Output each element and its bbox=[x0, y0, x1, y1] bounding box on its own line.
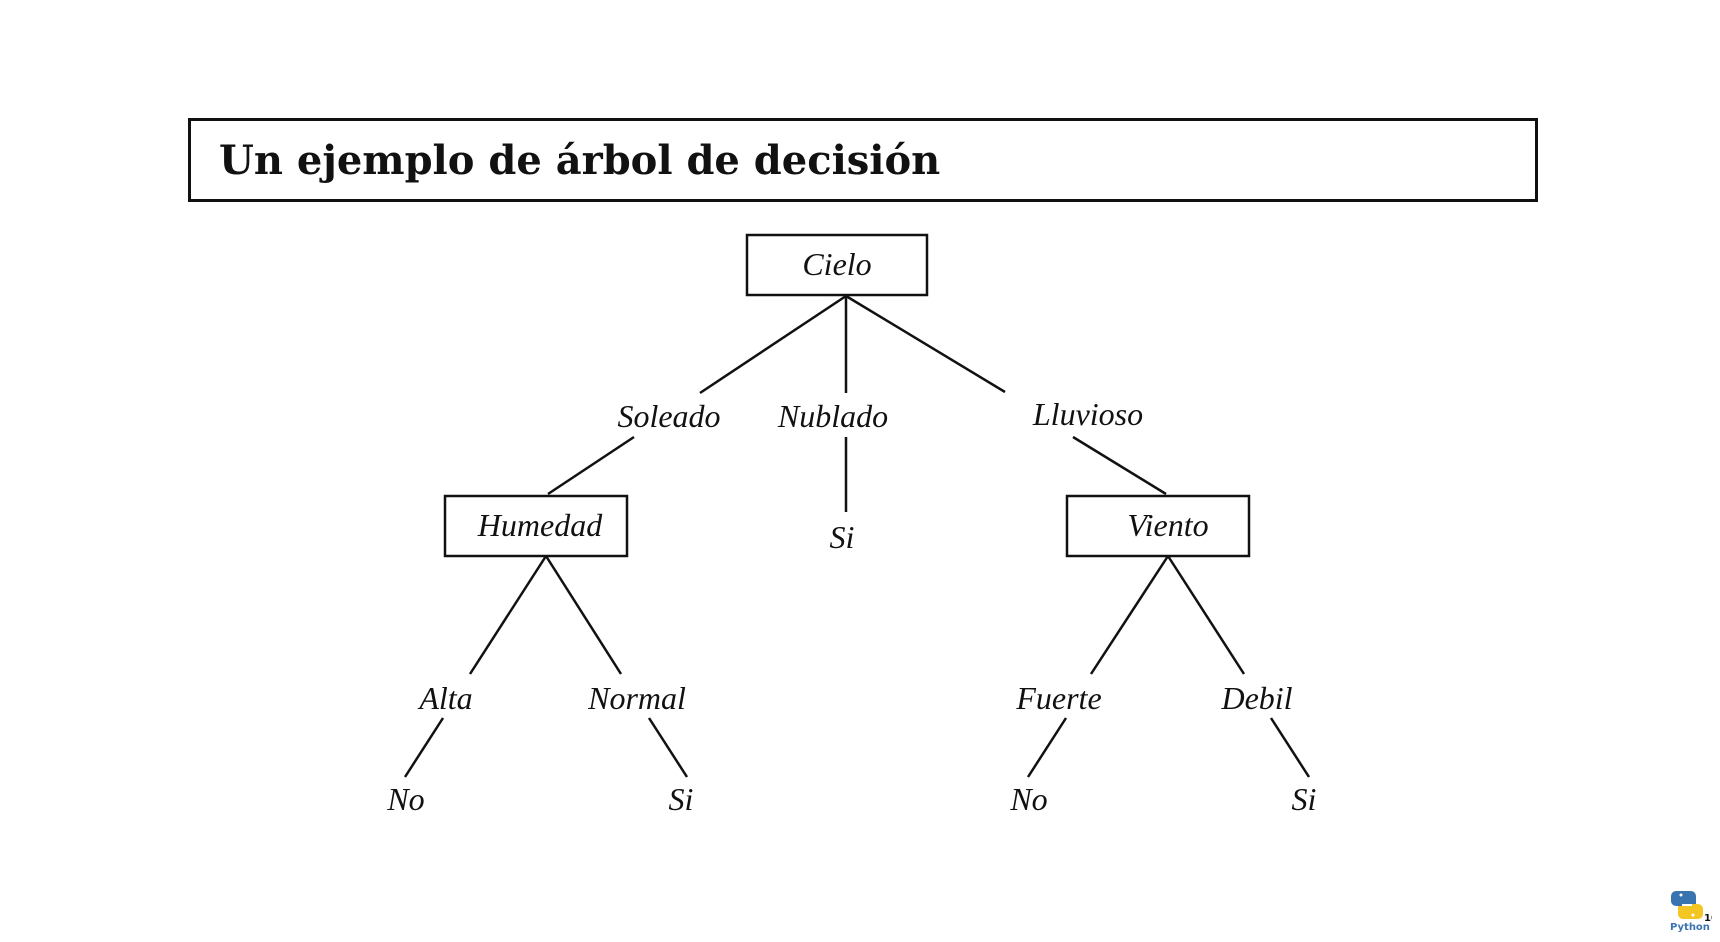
edge-cielo-lluvioso bbox=[845, 294, 1006, 394]
node-humedad: Humedad bbox=[477, 507, 603, 543]
node-box-viento bbox=[1065, 494, 1251, 558]
node-cielo: Cielo bbox=[802, 246, 871, 282]
edge-normal-si bbox=[647, 717, 689, 778]
logo-badge: 101 bbox=[1704, 913, 1712, 924]
logo-text: Python bbox=[1670, 922, 1710, 932]
leaf-normal-si: Si bbox=[669, 781, 694, 817]
edge-viento-fuerte bbox=[1089, 555, 1170, 675]
node-box-cielo bbox=[745, 233, 929, 297]
branch-alta: Alta bbox=[417, 680, 472, 716]
edge-fuerte-no bbox=[1026, 717, 1068, 778]
edge-humedad-normal bbox=[544, 555, 623, 675]
leaf-nublado-si: Si bbox=[830, 519, 855, 555]
branch-nublado: Nublado bbox=[777, 398, 888, 434]
leaf-debil-si: Si bbox=[1292, 781, 1317, 817]
python-snake-icon bbox=[1671, 891, 1703, 919]
branch-fuerte: Fuerte bbox=[1015, 680, 1101, 716]
branch-soleado: Soleado bbox=[617, 398, 720, 434]
edge-viento-debil bbox=[1166, 555, 1246, 675]
branch-debil: Debil bbox=[1220, 680, 1292, 716]
leaf-alta-no: No bbox=[386, 781, 424, 817]
python-logo: Python 101 bbox=[1670, 891, 1712, 932]
diagram-title: Un ejemplo de árbol de decisión bbox=[219, 136, 941, 184]
node-box-humedad bbox=[443, 494, 629, 558]
branch-normal: Normal bbox=[587, 680, 686, 716]
leaf-fuerte-no: No bbox=[1009, 781, 1047, 817]
edge-alta-no bbox=[403, 717, 445, 778]
edge-soleado-humedad bbox=[547, 435, 635, 496]
title-box: Un ejemplo de árbol de decisión bbox=[188, 118, 1538, 202]
node-viento: Viento bbox=[1127, 507, 1208, 543]
edge-cielo-soleado bbox=[699, 294, 847, 395]
edge-lluvioso-viento bbox=[1072, 435, 1167, 496]
edge-humedad-alta bbox=[468, 555, 548, 675]
edge-debil-si bbox=[1269, 717, 1311, 778]
branch-lluvioso: Lluvioso bbox=[1032, 396, 1143, 432]
